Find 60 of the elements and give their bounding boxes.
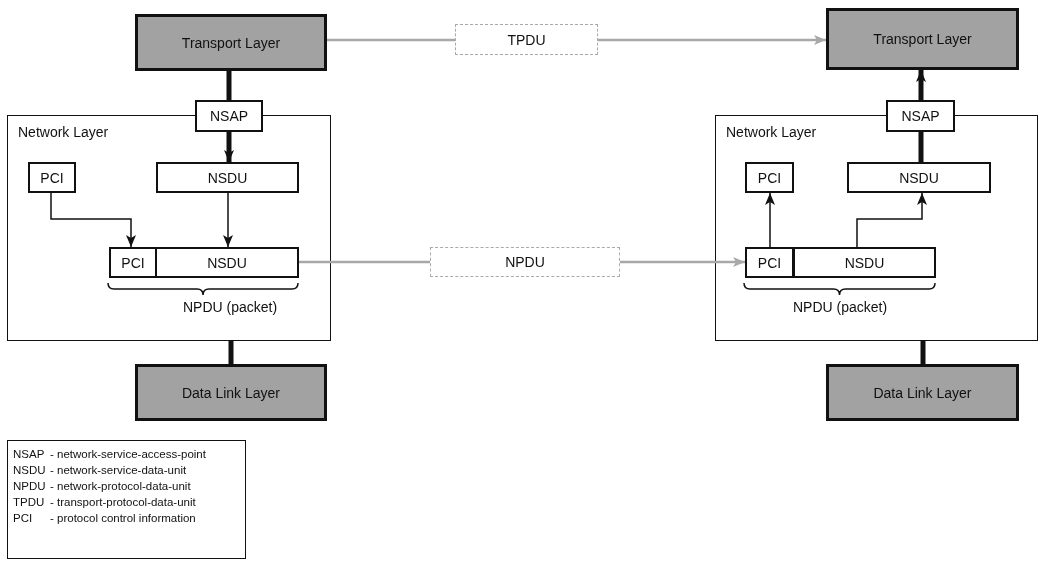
data-unit-box (793, 247, 936, 278)
connector-line (327, 38, 455, 42)
data-unit-box (745, 247, 794, 278)
arrow (224, 132, 234, 162)
layer-title: Network Layer (18, 124, 109, 140)
definition: - network-protocol-data-unit (50, 480, 191, 492)
node-label: TPDU (507, 31, 546, 48)
data-unit-box (109, 247, 157, 278)
abbreviation: NSDU (13, 464, 46, 476)
node-label: NSDU (844, 254, 885, 271)
node-label: NSAP (209, 108, 249, 124)
arrow (598, 35, 826, 45)
connector-line (226, 71, 232, 100)
node-label: PCI (121, 254, 145, 271)
data-unit-box (155, 247, 299, 278)
node-label: Data Link Layer (873, 384, 972, 401)
data-unit-box (745, 162, 794, 193)
definition: - protocol control information (50, 512, 196, 524)
layer-box (135, 364, 327, 421)
definition: - network-service-data-unit (50, 464, 187, 476)
node-label: PCI (757, 254, 782, 271)
abbreviation: PCI (13, 512, 33, 524)
layer-title: Network Layer (726, 124, 817, 140)
node-label: NSDU (899, 169, 939, 186)
data-unit-box (847, 162, 991, 193)
layer-box (826, 364, 1019, 421)
node-label: NPDU (505, 254, 545, 270)
node-label: PCI (757, 169, 782, 186)
arrow (620, 257, 745, 267)
connector-line (299, 260, 430, 264)
data-unit-box (195, 100, 263, 132)
node-label: Data Link Layer (181, 384, 281, 401)
connector-line (918, 132, 924, 162)
data-unit-box (886, 100, 955, 132)
arrow (223, 192, 233, 248)
node-label: NSDU (207, 169, 248, 186)
node-label: Transport Layer (181, 34, 281, 51)
arrow (856, 192, 927, 248)
definition: - transport-protocol-data-unit (50, 496, 196, 508)
layer-box (135, 14, 327, 71)
arrow (916, 70, 926, 100)
brace-caption: NPDU (packet) (183, 299, 278, 315)
connector-line (920, 341, 926, 364)
abbreviation: NPDU (13, 480, 46, 492)
pdu-box (430, 247, 620, 277)
node-label: PCI (40, 169, 64, 186)
brace-caption: NPDU (packet) (793, 299, 888, 315)
layer-box (826, 8, 1019, 70)
abbreviation: NSAP (13, 448, 45, 460)
arrow (50, 192, 136, 248)
abbreviation: TPDU (13, 496, 45, 508)
connector-line (228, 341, 234, 364)
node-label: Transport Layer (873, 31, 972, 47)
pdu-box (455, 24, 598, 55)
node-label: NSAP (901, 108, 940, 124)
node-label: NSDU (207, 254, 247, 271)
data-unit-box (156, 162, 299, 193)
arrow (765, 192, 775, 248)
definition: - network-service-access-point (50, 448, 206, 460)
data-unit-box (28, 162, 76, 193)
